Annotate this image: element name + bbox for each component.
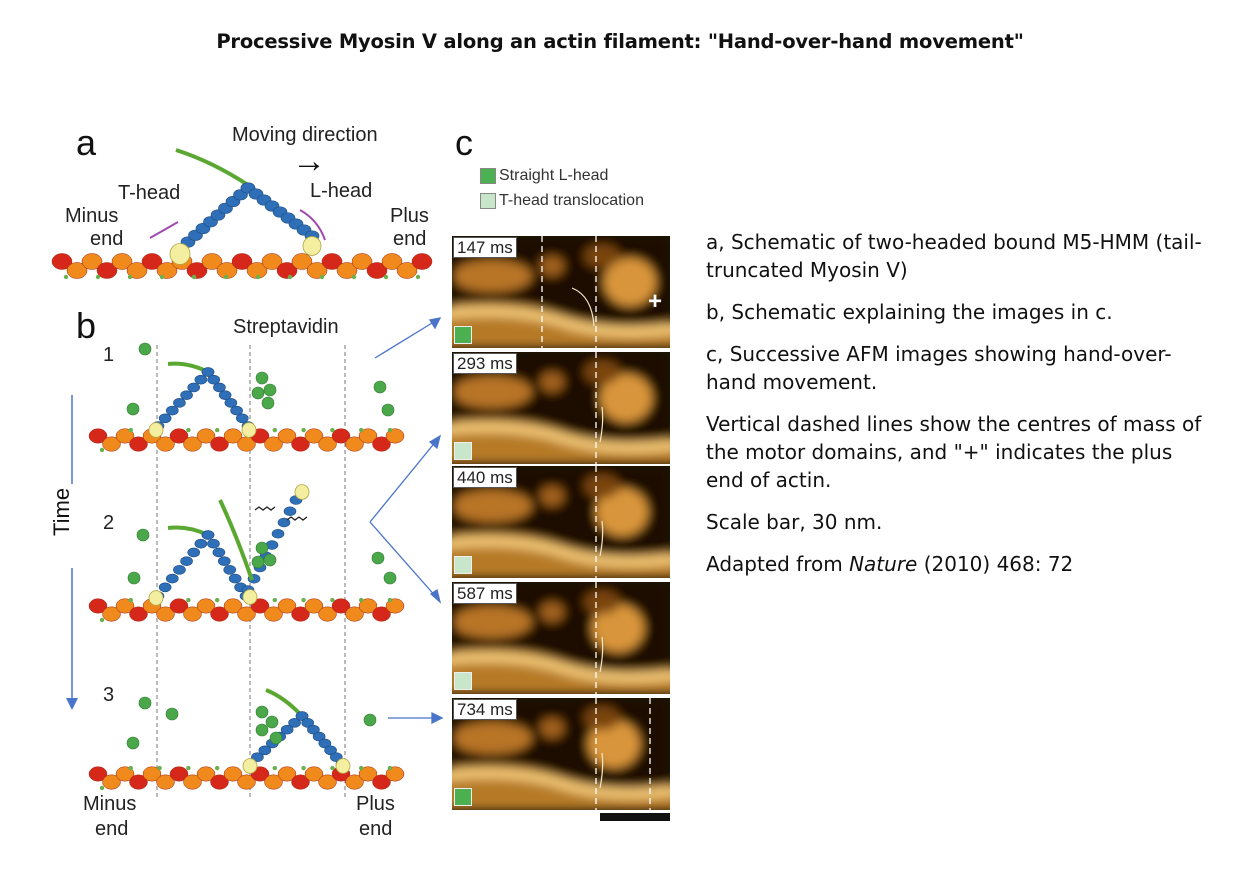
myosin-a [169, 148, 322, 265]
caption-c: c, Successive AFM images showing hand-ov… [706, 342, 1172, 394]
schematic-drawing [51, 148, 444, 800]
moving-direction-arrow: → [292, 142, 326, 180]
frame-timestamp: 147 ms [453, 237, 517, 258]
legend-label: T-head translocation [499, 192, 644, 209]
panel-b-plus-end: Plus end [356, 792, 395, 842]
panel-a-letter: a [76, 122, 97, 163]
caption-scale: Scale bar, 30 nm. [706, 510, 883, 534]
caption-source: Adapted from Nature (2010) 468: 72 [706, 550, 1206, 578]
t-head-label: T-head [118, 182, 181, 204]
frame-state-marker [454, 788, 472, 806]
frame-state-marker [454, 326, 472, 344]
streptavidin-label: Streptavidin [233, 316, 339, 338]
panel-c-letter: c [455, 122, 473, 163]
time-arrowhead [66, 698, 78, 710]
figure-panels: a Moving direction → T-head L-head Minus… [49, 122, 670, 842]
minus-text: Minus [83, 793, 137, 815]
step-3-label: 3 [103, 684, 115, 706]
panel-b-letter: b [76, 305, 97, 346]
frame-timestamp: 734 ms [453, 699, 517, 720]
l-head-pointer [299, 209, 326, 241]
end-text: end [359, 818, 393, 840]
panel-b-schematic [88, 342, 405, 800]
l-head-label: L-head [310, 180, 373, 202]
frame-state-marker [454, 672, 472, 690]
frame-timestamp: 440 ms [453, 467, 517, 488]
step-1-label: 1 [103, 344, 115, 366]
plus-text: Plus [390, 205, 429, 227]
end-text: end [393, 228, 427, 250]
legend-t-head-translocation: T-head translocation [480, 192, 644, 210]
plus-end-marker: + [647, 288, 662, 315]
panel-a-plus-end: Plus end [390, 205, 429, 251]
end-text: end [95, 818, 129, 840]
legend-swatch-light-green [480, 193, 496, 209]
end-text: end [90, 228, 124, 250]
minus-text: Minus [65, 205, 119, 227]
scale-bar [600, 813, 670, 821]
panel-a-minus-end: Minus end [65, 205, 123, 251]
caption-lines: Vertical dashed lines show the centres o… [706, 412, 1202, 492]
afm-frame: 734 ms [452, 698, 670, 810]
afm-frame: 587 ms [452, 582, 670, 694]
link-arrows [369, 317, 444, 725]
actin-filament-a [51, 253, 433, 280]
source-prefix: Adapted from [706, 552, 850, 576]
moving-direction-label: Moving direction [232, 124, 378, 146]
plus-text: Plus [356, 793, 395, 815]
frame-timestamp: 293 ms [453, 353, 517, 374]
panel-b-minus-end: Minus end [83, 792, 136, 842]
legend-swatch-green [480, 168, 496, 184]
step-2-label: 2 [103, 512, 115, 534]
afm-frame: 293 ms [452, 352, 670, 464]
time-label: Time [49, 483, 75, 540]
caption-a: a, Schematic of two-headed bound M5-HMM … [706, 230, 1202, 282]
afm-frame: 147 ms + [452, 236, 670, 348]
afm-frame: 440 ms [452, 466, 670, 578]
figure-caption: a, Schematic of two-headed bound M5-HMM … [706, 228, 1206, 592]
source-journal: Nature [849, 552, 918, 576]
legend-straight-l-head: Straight L-head [480, 167, 608, 185]
frame-state-marker [454, 556, 472, 574]
source-suffix: (2010) 468: 72 [917, 552, 1074, 576]
t-head-pointer [149, 221, 179, 239]
frame-timestamp: 587 ms [453, 583, 517, 604]
caption-b: b, Schematic explaining the images in c. [706, 300, 1113, 324]
frame-state-marker [454, 442, 472, 460]
legend-label: Straight L-head [499, 167, 609, 184]
figure-title: Processive Myosin V along an actin filam… [216, 30, 1024, 53]
